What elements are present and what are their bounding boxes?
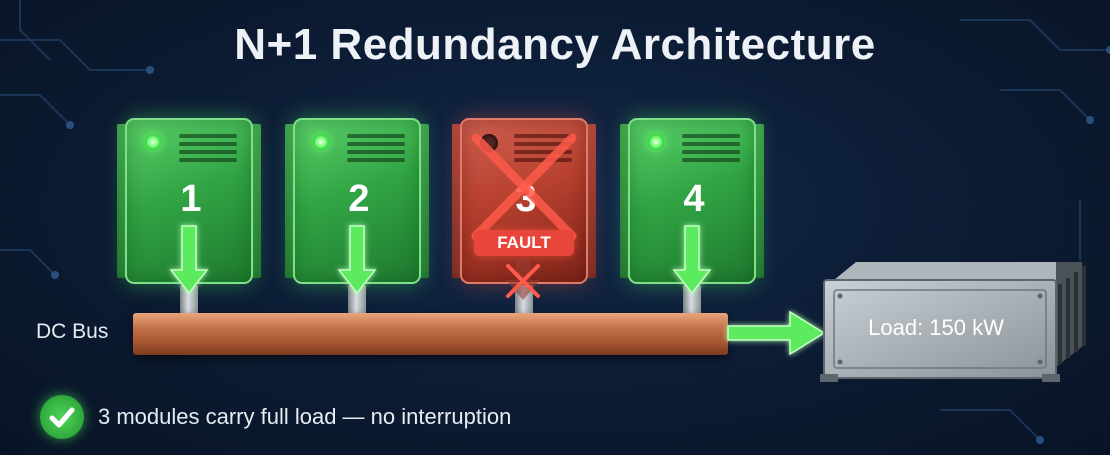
- module-rail: [251, 124, 261, 278]
- power-module-3: 3 FAULT: [452, 118, 596, 286]
- power-module-4: 4: [620, 118, 764, 286]
- module-number: 1: [180, 178, 202, 220]
- load-unit: [820, 262, 1086, 382]
- vent-grille: [682, 134, 740, 166]
- module-rail: [419, 124, 429, 278]
- module-rail: [117, 124, 127, 278]
- status-message: 3 modules carry full load — no interrupt…: [98, 404, 512, 429]
- module-number: 2: [348, 178, 370, 220]
- module-rail: [754, 124, 764, 278]
- module-rail: [586, 124, 596, 278]
- power-module-1: 1: [117, 118, 261, 286]
- module-rail: [452, 124, 462, 278]
- module-rail: [620, 124, 630, 278]
- module-number: 4: [683, 178, 705, 220]
- load-label: Load: 150 kW: [868, 315, 1004, 340]
- vent-grille: [514, 134, 572, 166]
- module-body: 2: [293, 118, 421, 284]
- page-title: N+1 Redundancy Architecture: [234, 20, 876, 69]
- dc-bus-label: DC Bus: [36, 320, 109, 343]
- module-body: 4: [628, 118, 756, 284]
- fault-cross-icon: [471, 133, 577, 241]
- module-body: 1: [125, 118, 253, 284]
- dc-bus-bar: [133, 313, 728, 355]
- vent-grille: [347, 134, 405, 166]
- module-rail: [285, 124, 295, 278]
- status-led-icon: [145, 134, 161, 150]
- status-led-icon: [648, 134, 664, 150]
- power-module-2: 2: [285, 118, 429, 286]
- vent-grille: [179, 134, 237, 166]
- check-icon: [40, 395, 84, 439]
- status-led-icon: [313, 134, 329, 150]
- fault-badge: FAULT: [474, 230, 574, 256]
